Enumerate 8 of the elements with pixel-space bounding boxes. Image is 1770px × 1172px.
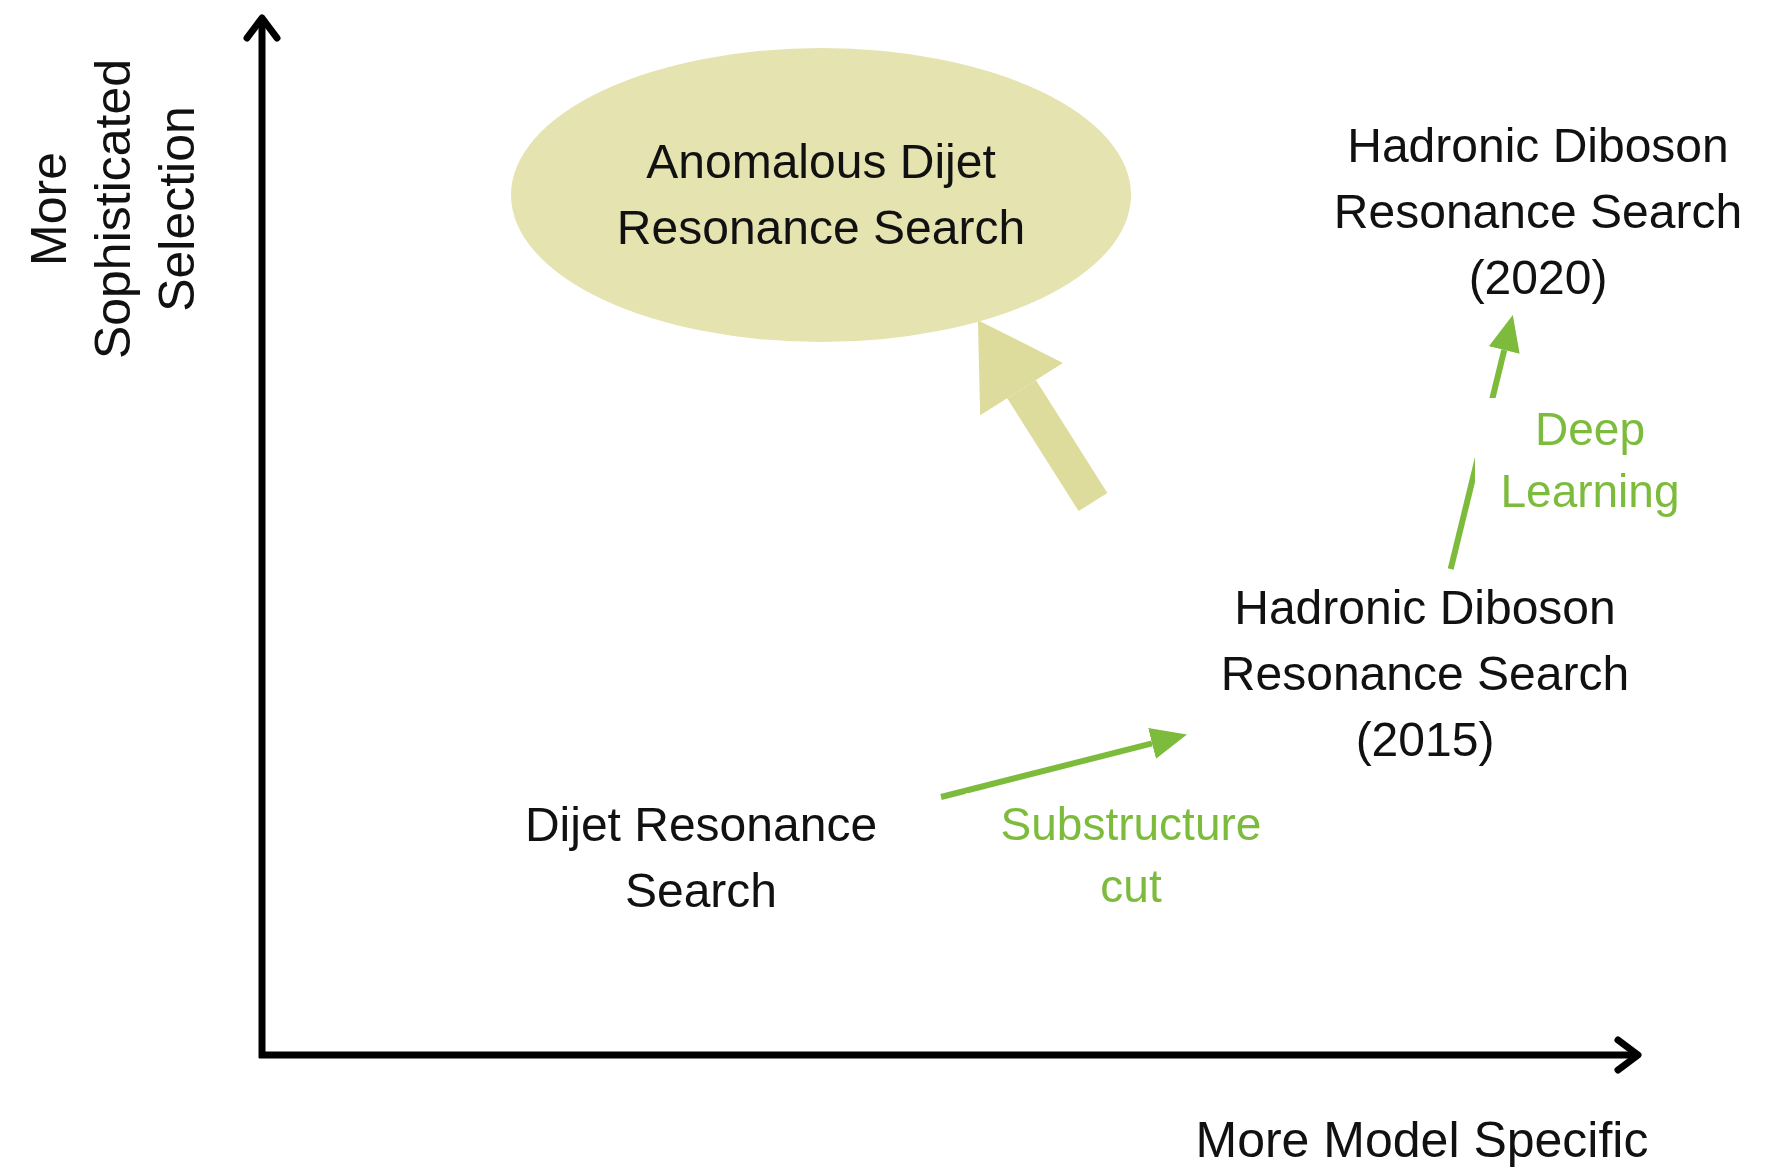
bubble-label: Anomalous Dijet Resonance Search (615, 134, 1027, 256)
analysis-label: Hadronic Diboson Resonance Search (2015) (1219, 580, 1631, 768)
axis-label: More Sophisticated Selection (20, 57, 206, 362)
arrow (940, 728, 1187, 800)
block-arrow (977, 320, 1108, 512)
analysis-label: Dijet Resonance Search (523, 797, 879, 919)
analysis-label: Hadronic Diboson Resonance Search (2020) (1332, 118, 1744, 306)
axis-label: More Model Specific (1194, 1111, 1650, 1170)
